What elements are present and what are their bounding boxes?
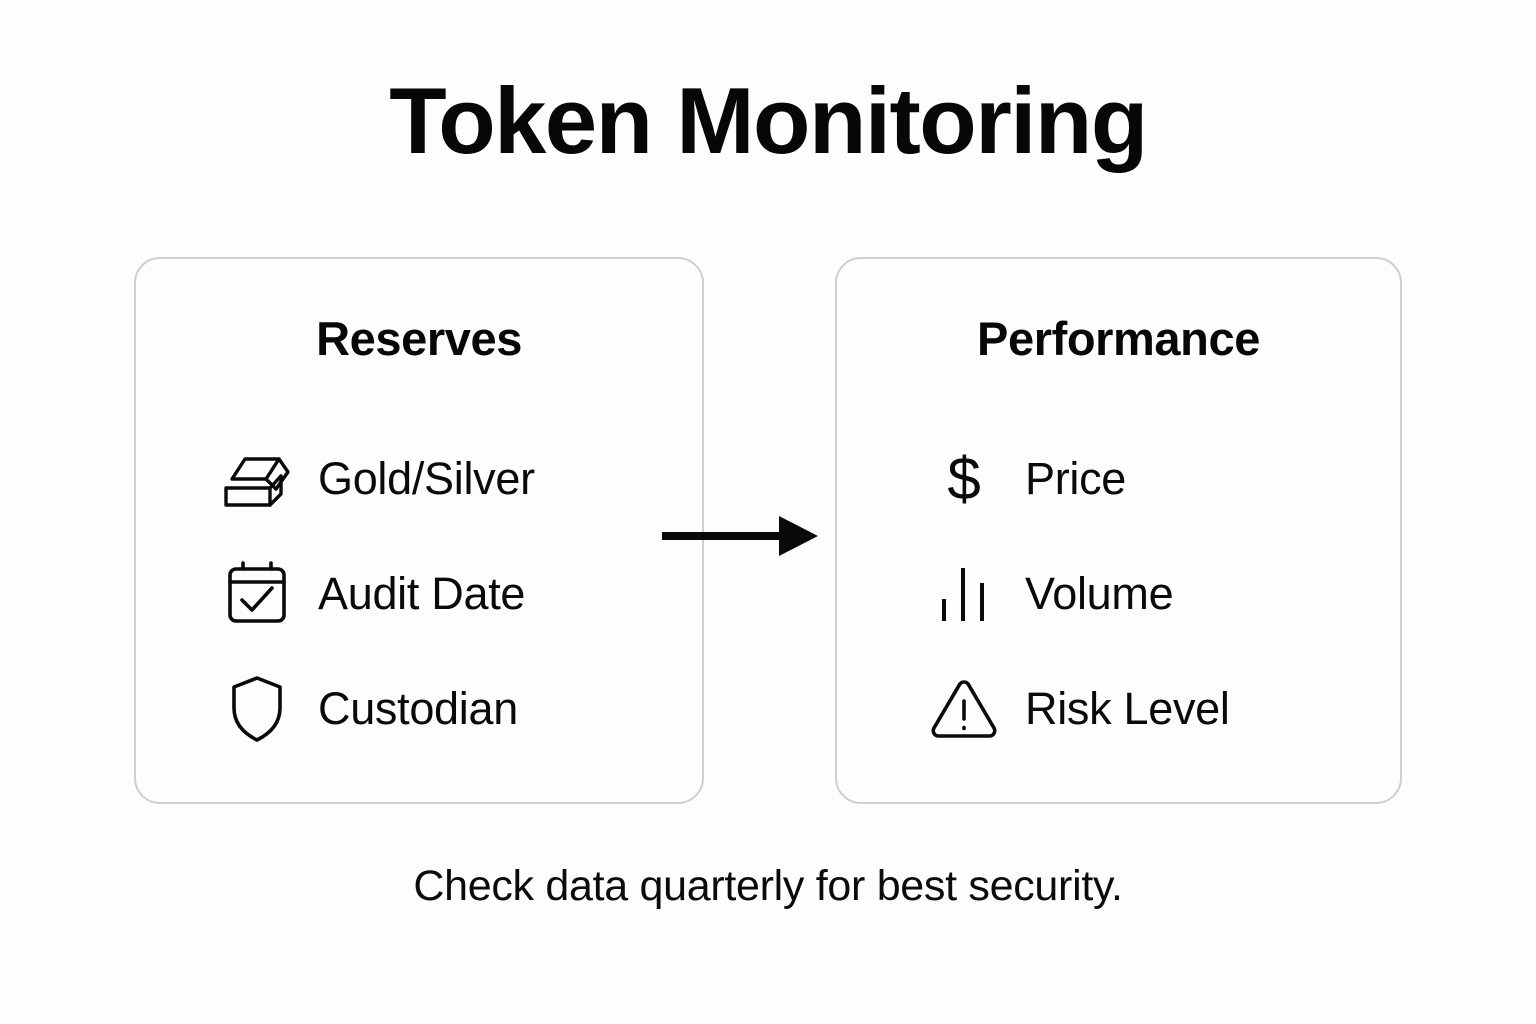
gold-bars-icon	[220, 439, 294, 519]
card-performance-list: $ Price Volume	[837, 421, 1400, 766]
list-item-label: Price	[1025, 452, 1127, 504]
footer-note: Check data quarterly for best security.	[413, 862, 1123, 910]
list-item-label: Gold/Silver	[318, 452, 535, 504]
list-item-label: Volume	[1025, 567, 1174, 619]
dollar-sign-icon: $	[927, 439, 1001, 519]
bar-chart-icon	[927, 554, 1001, 634]
dollar-sign-glyph: $	[947, 444, 981, 512]
card-reserves: Reserves Gold/Silver	[134, 257, 704, 804]
warning-triangle-icon	[927, 669, 1001, 749]
list-item[interactable]: Risk Level	[837, 651, 1400, 766]
list-item[interactable]: Volume	[837, 536, 1400, 651]
arrow-right-icon	[658, 508, 824, 564]
list-item[interactable]: Custodian	[136, 651, 702, 766]
list-item[interactable]: $ Price	[837, 421, 1400, 536]
list-item[interactable]: Gold/Silver	[136, 421, 702, 536]
card-reserves-list: Gold/Silver Audit Date	[136, 421, 702, 766]
shield-icon	[220, 669, 294, 749]
page-title: Token Monitoring	[389, 68, 1148, 173]
card-performance: Performance $ Price Volume	[835, 257, 1402, 804]
calendar-check-icon	[220, 554, 294, 634]
list-item-label: Audit Date	[318, 567, 526, 619]
list-item-label: Custodian	[318, 682, 518, 734]
list-item-label: Risk Level	[1025, 682, 1230, 734]
card-performance-heading: Performance	[977, 312, 1260, 365]
card-reserves-heading: Reserves	[316, 312, 522, 365]
list-item[interactable]: Audit Date	[136, 536, 702, 651]
